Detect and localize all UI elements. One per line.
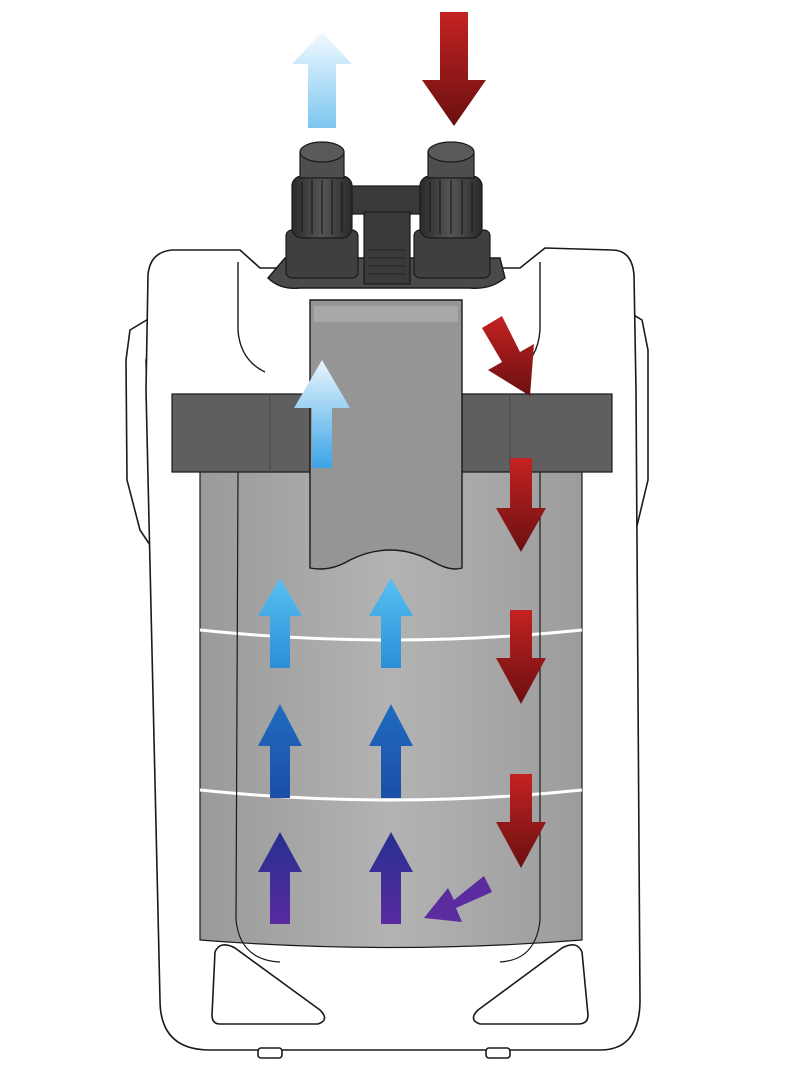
- stem-ribs: [368, 249, 406, 275]
- foot-right: [485, 1047, 511, 1059]
- outlet-valve: [285, 141, 359, 279]
- lid-band-right: [461, 393, 613, 473]
- side-arrow-3: [496, 774, 546, 868]
- inlet-valve: [413, 141, 491, 279]
- center-tube: [309, 299, 463, 570]
- bottom-turn-arrow: [424, 876, 492, 922]
- media-arrow-mid-left: [258, 704, 302, 798]
- inlet-arrow: [422, 12, 486, 126]
- tube-arrow: [294, 360, 350, 468]
- side-arrow-2: [496, 610, 546, 704]
- center-tube-highlight: [314, 306, 458, 322]
- media-arrow-low-right: [369, 832, 413, 924]
- media-arrow-low-left: [258, 832, 302, 924]
- left-foot-cutout: [211, 944, 326, 1025]
- right-foot-cutout: [472, 944, 589, 1025]
- media-arrow-top-left: [258, 578, 302, 668]
- center-plate: [345, 185, 429, 215]
- basket-inner-right: [499, 470, 541, 963]
- lid-band: [171, 393, 613, 473]
- basket-inner-left: [235, 469, 281, 963]
- media-arrow-mid-right: [369, 704, 413, 798]
- lid-band-left: [171, 393, 311, 473]
- flow-arrows: [258, 12, 546, 924]
- media-arrow-top-right: [369, 578, 413, 668]
- outlet-arrow: [292, 32, 352, 128]
- valve-head: [267, 141, 506, 289]
- side-arrow-1: [496, 458, 546, 552]
- foot-left: [257, 1047, 283, 1059]
- center-stem: [363, 211, 411, 285]
- spray-bar-arrow: [482, 316, 534, 396]
